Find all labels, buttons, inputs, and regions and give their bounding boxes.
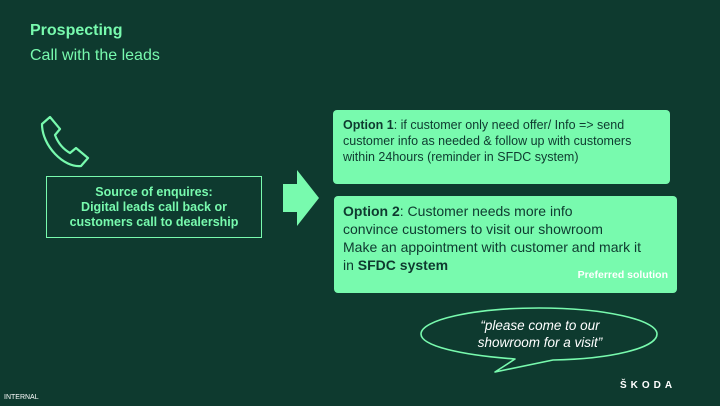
source-of-enquires-box: Source of enquires: Digital leads call b…: [46, 176, 262, 238]
option-2-line-4: in SFDC system: [343, 256, 668, 274]
option-1-box: Option 1: if customer only need offer/ I…: [333, 110, 670, 184]
source-line-2: Digital leads call back or: [81, 199, 227, 214]
source-line-1: Source of enquires:: [95, 184, 213, 199]
option-1-line-3: within 24hours (reminder in SFDC system): [343, 150, 579, 164]
page-subtitle: Call with the leads: [30, 47, 160, 64]
option-1-label: Option 1: [343, 118, 394, 132]
phone-icon: [40, 115, 90, 168]
preferred-solution-badge: Preferred solution: [577, 269, 668, 281]
right-arrow-icon: [283, 170, 319, 226]
skoda-logo: ŠKODA: [620, 380, 677, 391]
option-1-line-2: customer info as needed & follow up with…: [343, 134, 632, 148]
option-1-text-1: : if customer only need offer/ Info => s…: [393, 118, 625, 132]
option-2-line-2: convince customers to visit our showroom: [343, 221, 603, 237]
option-2-box: Option 2: Customer needs more info convi…: [334, 196, 677, 293]
option-2-line-1: Option 2: Customer needs more info: [343, 202, 668, 220]
classification-label: INTERNAL: [4, 394, 39, 401]
option-2-text-4-bold: SFDC system: [357, 257, 449, 273]
speech-bubble-text: “please come to our showroom for a visit…: [440, 317, 640, 351]
page-title: Prospecting: [30, 22, 123, 39]
option-2-text-1: : Customer needs more info: [399, 203, 573, 219]
option-2-label: Option 2: [343, 203, 400, 219]
bubble-line-2: showroom for a visit”: [477, 335, 603, 350]
bubble-line-1: “please come to our: [480, 318, 600, 333]
source-line-3: customers call to dealership: [69, 214, 239, 229]
speech-bubble-icon: [420, 307, 658, 373]
option-2-text-4: in: [343, 257, 358, 273]
option-1-line-1: Option 1: if customer only need offer/ I…: [343, 117, 660, 133]
option-2-line-3: Make an appointment with customer and ma…: [343, 239, 642, 255]
